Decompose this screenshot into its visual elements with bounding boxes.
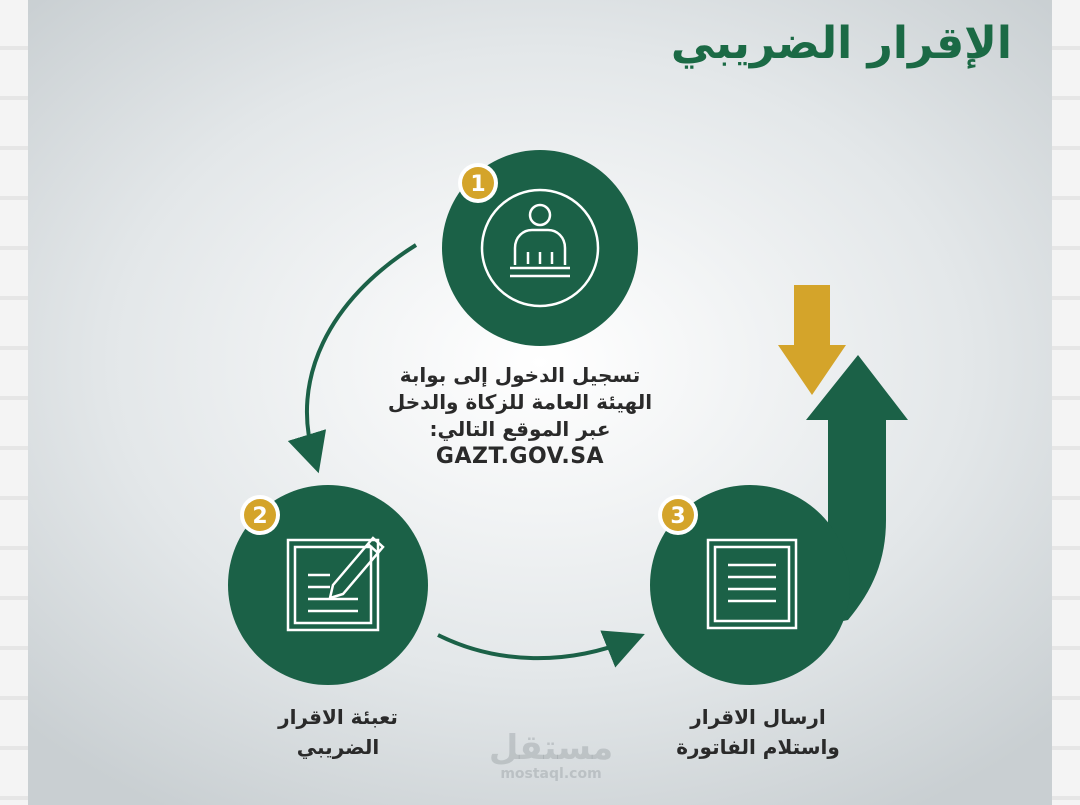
arrow-step2-to-step3 (437, 630, 645, 668)
step-3-line-1: ارسال الاقرار (690, 705, 826, 729)
step-1: 1 (442, 150, 638, 346)
arrow-step1-to-step2 (287, 243, 418, 474)
step-3-caption: ارسال الاقرار واستلام الفاتورة (648, 702, 868, 762)
step-1-url: GAZT.GOV.SA (435, 444, 605, 469)
step-1-number: 1 (470, 172, 485, 197)
step-1-line-3: عبر الموقع التالي: (429, 417, 611, 441)
document-icon (706, 538, 798, 630)
step-3-number: 3 (670, 504, 685, 529)
watermark-arabic: مستقل (488, 728, 614, 768)
page-title: الإقرار الضريبي (670, 18, 1012, 69)
step-1-line-2: الهيئة العامة للزكاة والدخل (387, 390, 653, 414)
watermark-latin: mostaql.com (500, 766, 602, 782)
watermark: مستقل mostaql.com (476, 730, 626, 782)
infographic-frame: الإقرار الضريبي (28, 0, 1052, 805)
left-edge-strip (0, 0, 28, 805)
step-2: 2 (228, 485, 428, 685)
document-pen-icon (286, 536, 385, 632)
step-2-line-2: الضريبي (296, 735, 380, 759)
step-2-number: 2 (252, 504, 267, 529)
process-diagram: 1 2 (228, 150, 908, 685)
right-edge-strip (1052, 0, 1080, 805)
step-1-line-1: تسجيل الدخول إلى بوابة (399, 363, 641, 387)
step-1-caption: تسجيل الدخول إلى بوابة الهيئة العامة للز… (350, 362, 690, 470)
step-3: 3 (650, 485, 850, 685)
step-3-line-2: واستلام الفاتورة (676, 735, 840, 759)
person-at-desk-icon (510, 203, 570, 278)
step-2-caption: تعبئة الاقرار الضريبي (238, 702, 438, 762)
step-2-line-1: تعبئة الاقرار (278, 705, 398, 729)
gold-down-arrow (778, 285, 846, 395)
